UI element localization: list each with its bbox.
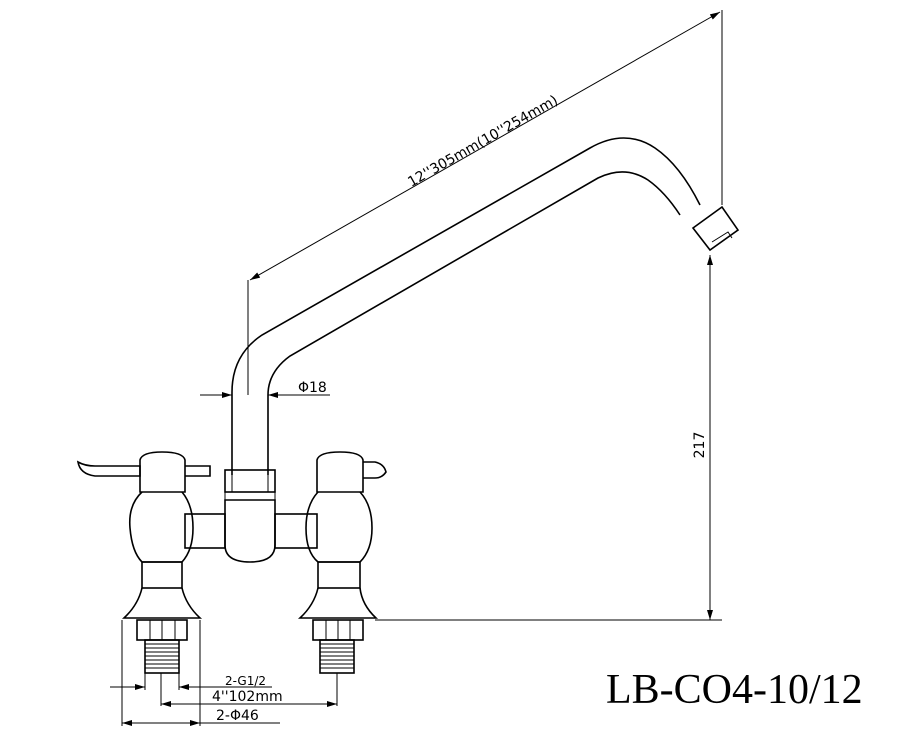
dimension-lines [110, 10, 723, 726]
right-valve [297, 451, 387, 674]
centers-label: 4''102mm [212, 689, 283, 705]
left-valve [76, 451, 211, 674]
height-label: 217 [692, 432, 708, 459]
spout-length-label: 12''305mm(10''254mm) [405, 92, 561, 190]
model-number: LB-CO4-10/12 [606, 667, 863, 713]
base-diameter-label: 2-Φ46 [216, 708, 259, 724]
thread-label: 2-G1/2 [225, 674, 266, 688]
pipe-diameter-label: Φ18 [298, 380, 327, 396]
center-body [184, 469, 318, 563]
spout [231, 137, 740, 475]
